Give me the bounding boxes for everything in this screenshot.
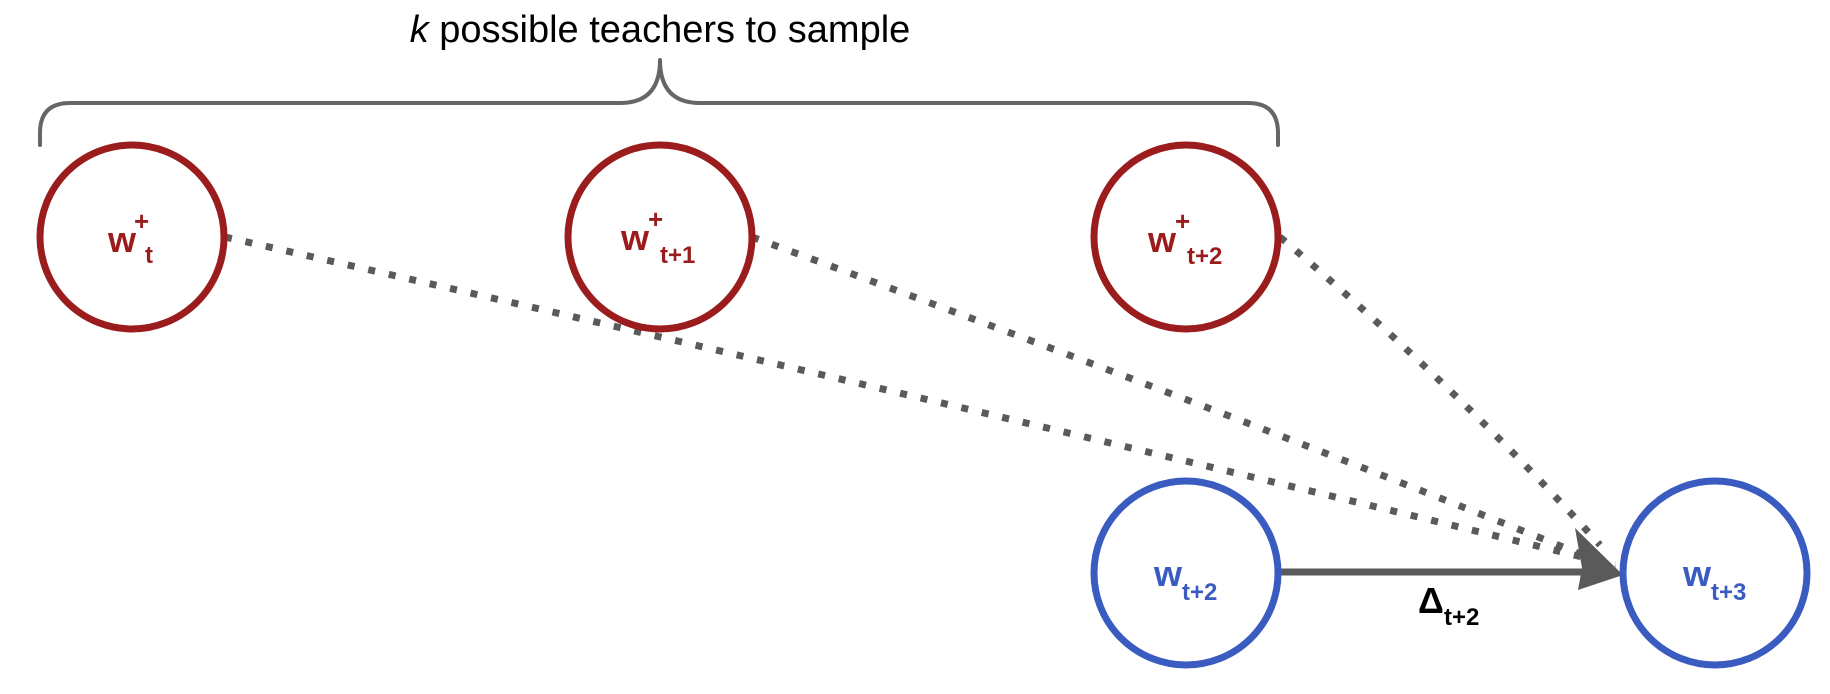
teacher-node-t1: w + t+1 bbox=[564, 141, 756, 333]
update-arrow-head bbox=[1575, 528, 1623, 590]
teacher-node-t2: w + t+2 bbox=[1090, 141, 1282, 333]
svg-text:+: + bbox=[134, 206, 149, 236]
svg-text:t+2: t+2 bbox=[1182, 579, 1217, 606]
teacher-node-t-sub: t bbox=[145, 242, 153, 269]
teacher-node-t2-base: w bbox=[1147, 219, 1177, 260]
svg-text:t: t bbox=[145, 242, 153, 269]
teacher-node-t1-sub: t+1 bbox=[660, 242, 695, 269]
teacher-node-t2-sup: + bbox=[1175, 206, 1190, 236]
student-node-t3-circle bbox=[1619, 477, 1811, 669]
brace-title-text: possible teachers to sample bbox=[429, 9, 911, 51]
teacher-node-t2-sub: t+2 bbox=[1187, 243, 1222, 270]
svg-text:+: + bbox=[1175, 206, 1190, 236]
update-arrow-label-base: Δ bbox=[1418, 580, 1444, 621]
student-node-t2-circle bbox=[1090, 477, 1282, 669]
student-node-t3-sub: t+3 bbox=[1711, 579, 1746, 606]
connector-teacher-t2 bbox=[1277, 234, 1603, 548]
teacher-node-t2-circle bbox=[1090, 141, 1282, 333]
teacher-node-t-sup: + bbox=[134, 206, 149, 236]
teacher-node-t: w + t bbox=[36, 141, 228, 333]
svg-text:w: w bbox=[620, 217, 650, 258]
update-arrow-label: Δ bbox=[1418, 580, 1444, 621]
teacher-node-t-label: w bbox=[107, 219, 137, 260]
svg-text:t+2: t+2 bbox=[1187, 243, 1222, 270]
update-arrow-label-sub: t+2 bbox=[1444, 604, 1479, 631]
teacher-node-t1-base: w bbox=[620, 217, 650, 258]
svg-text:w: w bbox=[1153, 553, 1183, 594]
brace-title-variable: k bbox=[410, 9, 431, 51]
svg-text:t+1: t+1 bbox=[660, 242, 695, 269]
connector-teacher-t bbox=[224, 233, 1616, 569]
student-node-t2-sub: t+2 bbox=[1182, 579, 1217, 606]
svg-text:w: w bbox=[1147, 219, 1177, 260]
teacher-node-t1-sup: + bbox=[648, 204, 663, 234]
connector-teacher-t1 bbox=[750, 233, 1617, 572]
student-node-t3-base: w bbox=[1682, 553, 1712, 594]
student-node-t3: w t+3 bbox=[1619, 477, 1811, 669]
teacher-connectors bbox=[224, 233, 1617, 572]
svg-text:t+3: t+3 bbox=[1711, 579, 1746, 606]
teachers-brace bbox=[38, 58, 1280, 147]
teacher-node-t1-circle bbox=[564, 141, 756, 333]
student-node-t2: w t+2 bbox=[1090, 477, 1282, 669]
student-node-t2-base: w bbox=[1153, 553, 1183, 594]
brace-title: k possible teachers to sample bbox=[410, 9, 911, 51]
svg-text:t+2: t+2 bbox=[1444, 604, 1479, 631]
teacher-node-t-base: w bbox=[107, 219, 137, 260]
svg-text:w: w bbox=[1682, 553, 1712, 594]
svg-text:+: + bbox=[648, 204, 663, 234]
teacher-node-t-circle bbox=[36, 141, 228, 333]
